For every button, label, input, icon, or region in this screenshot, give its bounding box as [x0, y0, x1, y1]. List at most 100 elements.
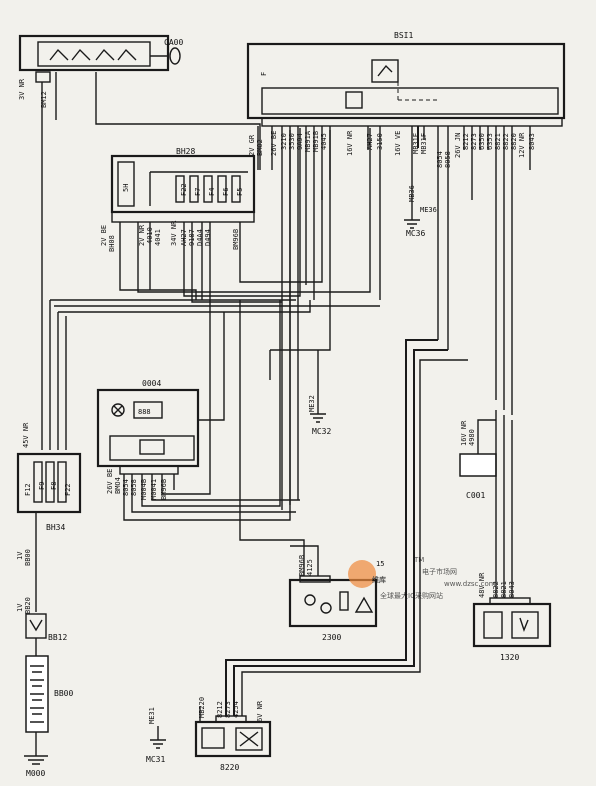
label-0004: 0004 [142, 379, 161, 388]
label-1320-48v: 48V NR [478, 572, 486, 598]
label-8220-6v: 6V NR [256, 700, 264, 722]
label-me36: ME36 [420, 206, 437, 214]
wire-d494: D494 [204, 229, 212, 246]
wire-d4a4: D4A4 [196, 229, 204, 246]
label-bsi-16v-ve: 16V VE [394, 131, 402, 156]
label-bsi-left-a: 2V GR [248, 134, 256, 156]
label-bb00: BB00 [54, 689, 73, 698]
wire-bh28-bm96b: BM96B [232, 229, 240, 250]
component-ca00: CA00 3V NR BM12 [18, 34, 183, 108]
wire-8822: 8822 [502, 133, 510, 150]
wire-0004-8058: 8058 [130, 479, 138, 496]
label-bsi-26v-jn: 26V JN [454, 133, 462, 158]
wire-0004-8054: 8054 [122, 479, 130, 496]
wire-4125: 4125 [306, 559, 314, 576]
watermark-slogan: 全球最大IC采购网站 [380, 591, 443, 600]
fuse-f6: F6 [222, 188, 230, 196]
wire-8043: 8043 [528, 133, 536, 150]
fuse-f12: F12 [24, 483, 32, 496]
label-bh28: BH28 [176, 147, 195, 156]
wire-8054: 8054 [436, 151, 444, 168]
label-bb12-1v: 1V [16, 603, 24, 612]
label-bsi-16v-nr: 16V NR [346, 130, 354, 156]
wire-4980: 4980 [468, 429, 476, 446]
wire-4045: 4045 [320, 133, 328, 150]
label-bsi-12v-nr: 12V NR [518, 132, 526, 158]
wire-mb91a: MB91A [304, 130, 312, 152]
label-mc32: MC32 [312, 427, 331, 436]
fuse-f4: F4 [208, 188, 216, 196]
svg-text:4041: 4041 [154, 229, 162, 246]
ground-me32: ME32 MC32 [308, 392, 331, 436]
wires-bsi [257, 126, 531, 510]
fuse-f9: F9 [38, 482, 46, 490]
label-bh28-34v-nr: 34V NR [170, 220, 178, 246]
component-bh34: F12 F9 F8 F22 BH34 [16, 452, 82, 532]
component-1320: 1320 48V NR 8822 8821 8043 [472, 410, 552, 662]
label-bsi-26v: 26V BE [270, 131, 278, 156]
label-ca00-wire: BM12 [40, 91, 48, 108]
label-me31: ME31 [148, 707, 156, 724]
label-1320: 1320 [500, 653, 519, 662]
watermark-tm: TM [413, 556, 424, 564]
ground-me36: ME36 MC36 [404, 206, 437, 238]
wire-mb91b: MB91B [312, 131, 320, 152]
ground-me31: ME31 MC31 [146, 707, 166, 764]
component-8220: 8220 MB220 8212 8273 4254 6V NR [194, 339, 468, 772]
watermark-logo: 维库 电子市场网 www.dzsc.com 全球最大IC采购网站 TM [348, 556, 496, 600]
wire-8820: 8820 [510, 133, 518, 150]
watermark-brand: 维库 [372, 575, 386, 584]
component-c001: C001 16V NR 4980 [459, 419, 497, 500]
wire-bb20: BB20 [24, 597, 32, 614]
wire-8220-8273: 8273 [224, 701, 232, 718]
svg-text:5H: 5H [122, 184, 130, 192]
component-bb12: BB12 1V BB20 [16, 512, 67, 656]
wire-4254: 4254 [232, 701, 240, 718]
label-mc31: MC31 [146, 755, 165, 764]
label-c001: C001 [466, 491, 485, 500]
component-0004: 0004 888 [96, 379, 200, 475]
wire-8220-8212: 8212 [216, 701, 224, 718]
label-bh34: BH34 [46, 523, 65, 532]
wire-6350: 6350 [478, 133, 486, 150]
label-2300-15: 15 [376, 560, 384, 568]
label-bh28-2v-be: 2V BE [100, 225, 108, 246]
label-mc36: MC36 [406, 229, 425, 238]
label-2300: 2300 [322, 633, 341, 642]
label-c001-16v: 16V NR [460, 420, 468, 446]
label-8220: 8220 [220, 763, 239, 772]
label-bh28-2v-nr: 2V NR [138, 224, 146, 246]
label-bh34-1v: 1V [16, 551, 24, 560]
component-2300: 2300 15 BM96B 4125 [239, 300, 384, 642]
wire-mb31f: MB31F [420, 133, 428, 154]
watermark-title: 电子市场网 [422, 567, 457, 576]
label-me32: ME32 [308, 395, 316, 412]
svg-text:BH08: BH08 [108, 235, 116, 252]
label-bb12: BB12 [48, 633, 67, 642]
label-0004-26v: 26V BE [106, 469, 114, 494]
label-m000: M000 [26, 769, 45, 778]
wires-left [41, 72, 380, 450]
fuse-f8: F8 [50, 482, 58, 490]
wire-3210: 3210 [280, 133, 288, 150]
wire-8212: 8212 [462, 133, 470, 150]
wire-m0041: M0041 [150, 479, 158, 500]
wire-m004b: M004B [140, 479, 148, 500]
wire-6353: 6353 [486, 133, 494, 150]
component-bb00: BB00 M000 [24, 655, 73, 778]
svg-text:BMO4: BMO4 [114, 477, 122, 494]
fuse-f22: F22 [180, 183, 188, 196]
wire-0004-bm96b: BM96B [160, 479, 168, 500]
svg-text:F: F [260, 72, 268, 76]
label-ca00: CA00 [164, 38, 183, 47]
wire-2300-bm96b: BM96B [298, 555, 306, 576]
wires-0004 [123, 130, 300, 521]
label-bsi1: BSI1 [394, 31, 413, 40]
fuse-f22-bh34: F22 [64, 483, 72, 496]
component-bh28: BH28 5H F22 F7 F4 F6 F5 [110, 147, 256, 223]
label-bh34-45v: 45V NR [22, 422, 30, 448]
component-bsi1: BSI1 F [246, 31, 566, 127]
svg-text:888: 888 [138, 408, 151, 416]
wire-mb220: MB220 [198, 697, 206, 718]
